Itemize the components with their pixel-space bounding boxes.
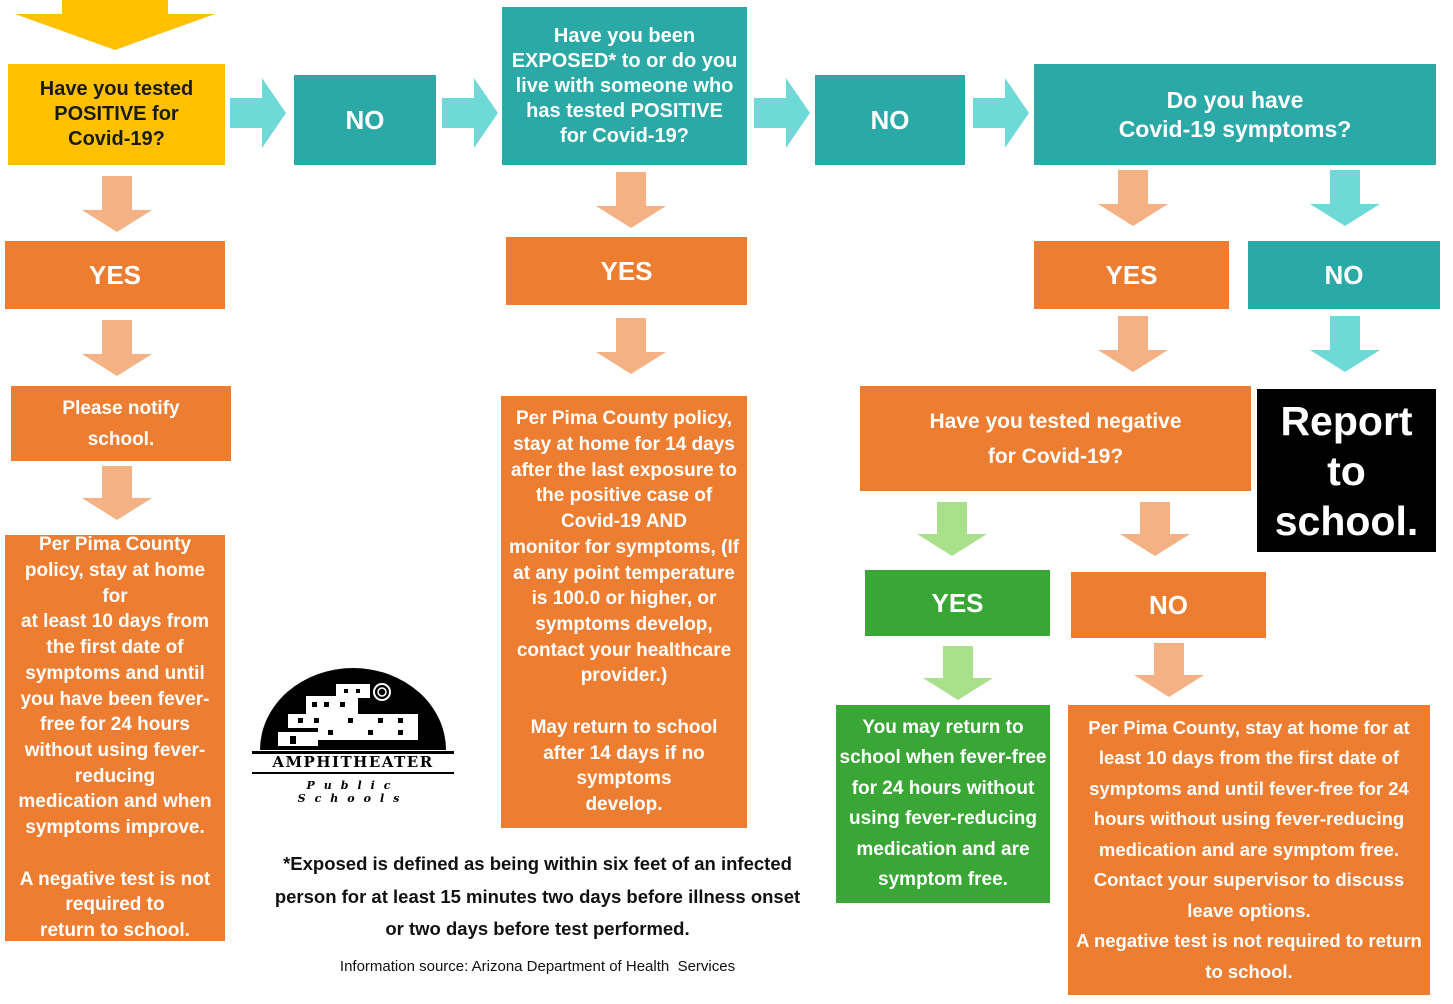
down-arrow-icon	[917, 502, 987, 556]
notify-school-box: Please notify school.	[11, 386, 231, 461]
exposed-question: Have you been EXPOSED* to or do you live…	[502, 7, 747, 165]
col2-yes-box: YES	[506, 237, 747, 305]
down-arrow-icon	[1134, 643, 1204, 697]
negative-no-text-box: Per Pima County, stay at home for at lea…	[1068, 705, 1430, 995]
right-arrow-icon	[442, 78, 498, 148]
logo-name: AMPHITHEATER	[272, 753, 434, 771]
tested-positive-question: Have you tested POSITIVE for Covid-19?	[8, 64, 225, 165]
negative-no-box: NO	[1071, 572, 1266, 638]
right-arrow-icon	[754, 78, 810, 148]
down-arrow-icon	[82, 176, 152, 232]
down-arrow-icon	[1310, 316, 1380, 372]
col3-no-box: NO	[1248, 241, 1440, 309]
negative-yes-box: YES	[865, 570, 1050, 636]
logo-subtitle: Public Schools	[297, 779, 409, 805]
information-source: Information source: Arizona Department o…	[339, 958, 736, 975]
right-arrow-icon	[230, 78, 286, 148]
down-arrow-icon	[1098, 316, 1168, 372]
start-arrow-icon	[15, 0, 215, 50]
col3-yes-box: YES	[1034, 241, 1229, 309]
down-arrow-icon	[82, 466, 152, 520]
exposed-footnote: *Exposed is defined as being within six …	[274, 853, 801, 939]
tested-negative-question: Have you tested negative for Covid-19?	[860, 386, 1251, 491]
no-box-1: NO	[294, 75, 436, 165]
report-to-school-box: Report to school.	[1257, 389, 1436, 552]
amphitheater-logo-icon	[252, 668, 454, 774]
col1-yes-box: YES	[5, 241, 225, 309]
down-arrow-icon	[596, 172, 666, 228]
down-arrow-icon	[1098, 170, 1168, 226]
down-arrow-icon	[1120, 502, 1190, 556]
no-box-2: NO	[815, 75, 965, 165]
col1-policy-box: Per Pima County policy, stay at home for…	[5, 534, 225, 941]
negative-yes-text-box: You may return to school when fever-free…	[836, 705, 1050, 903]
amphitheater-logo: AMPHITHEATER Public Schools	[248, 662, 458, 805]
down-arrow-icon	[1310, 170, 1380, 226]
down-arrow-icon	[923, 646, 993, 700]
down-arrow-icon	[82, 320, 152, 376]
col2-policy-box: Per Pima County policy, stay at home for…	[501, 396, 747, 828]
symptoms-question: Do you have Covid-19 symptoms?	[1034, 64, 1436, 165]
down-arrow-icon	[596, 318, 666, 374]
right-arrow-icon	[973, 78, 1029, 148]
